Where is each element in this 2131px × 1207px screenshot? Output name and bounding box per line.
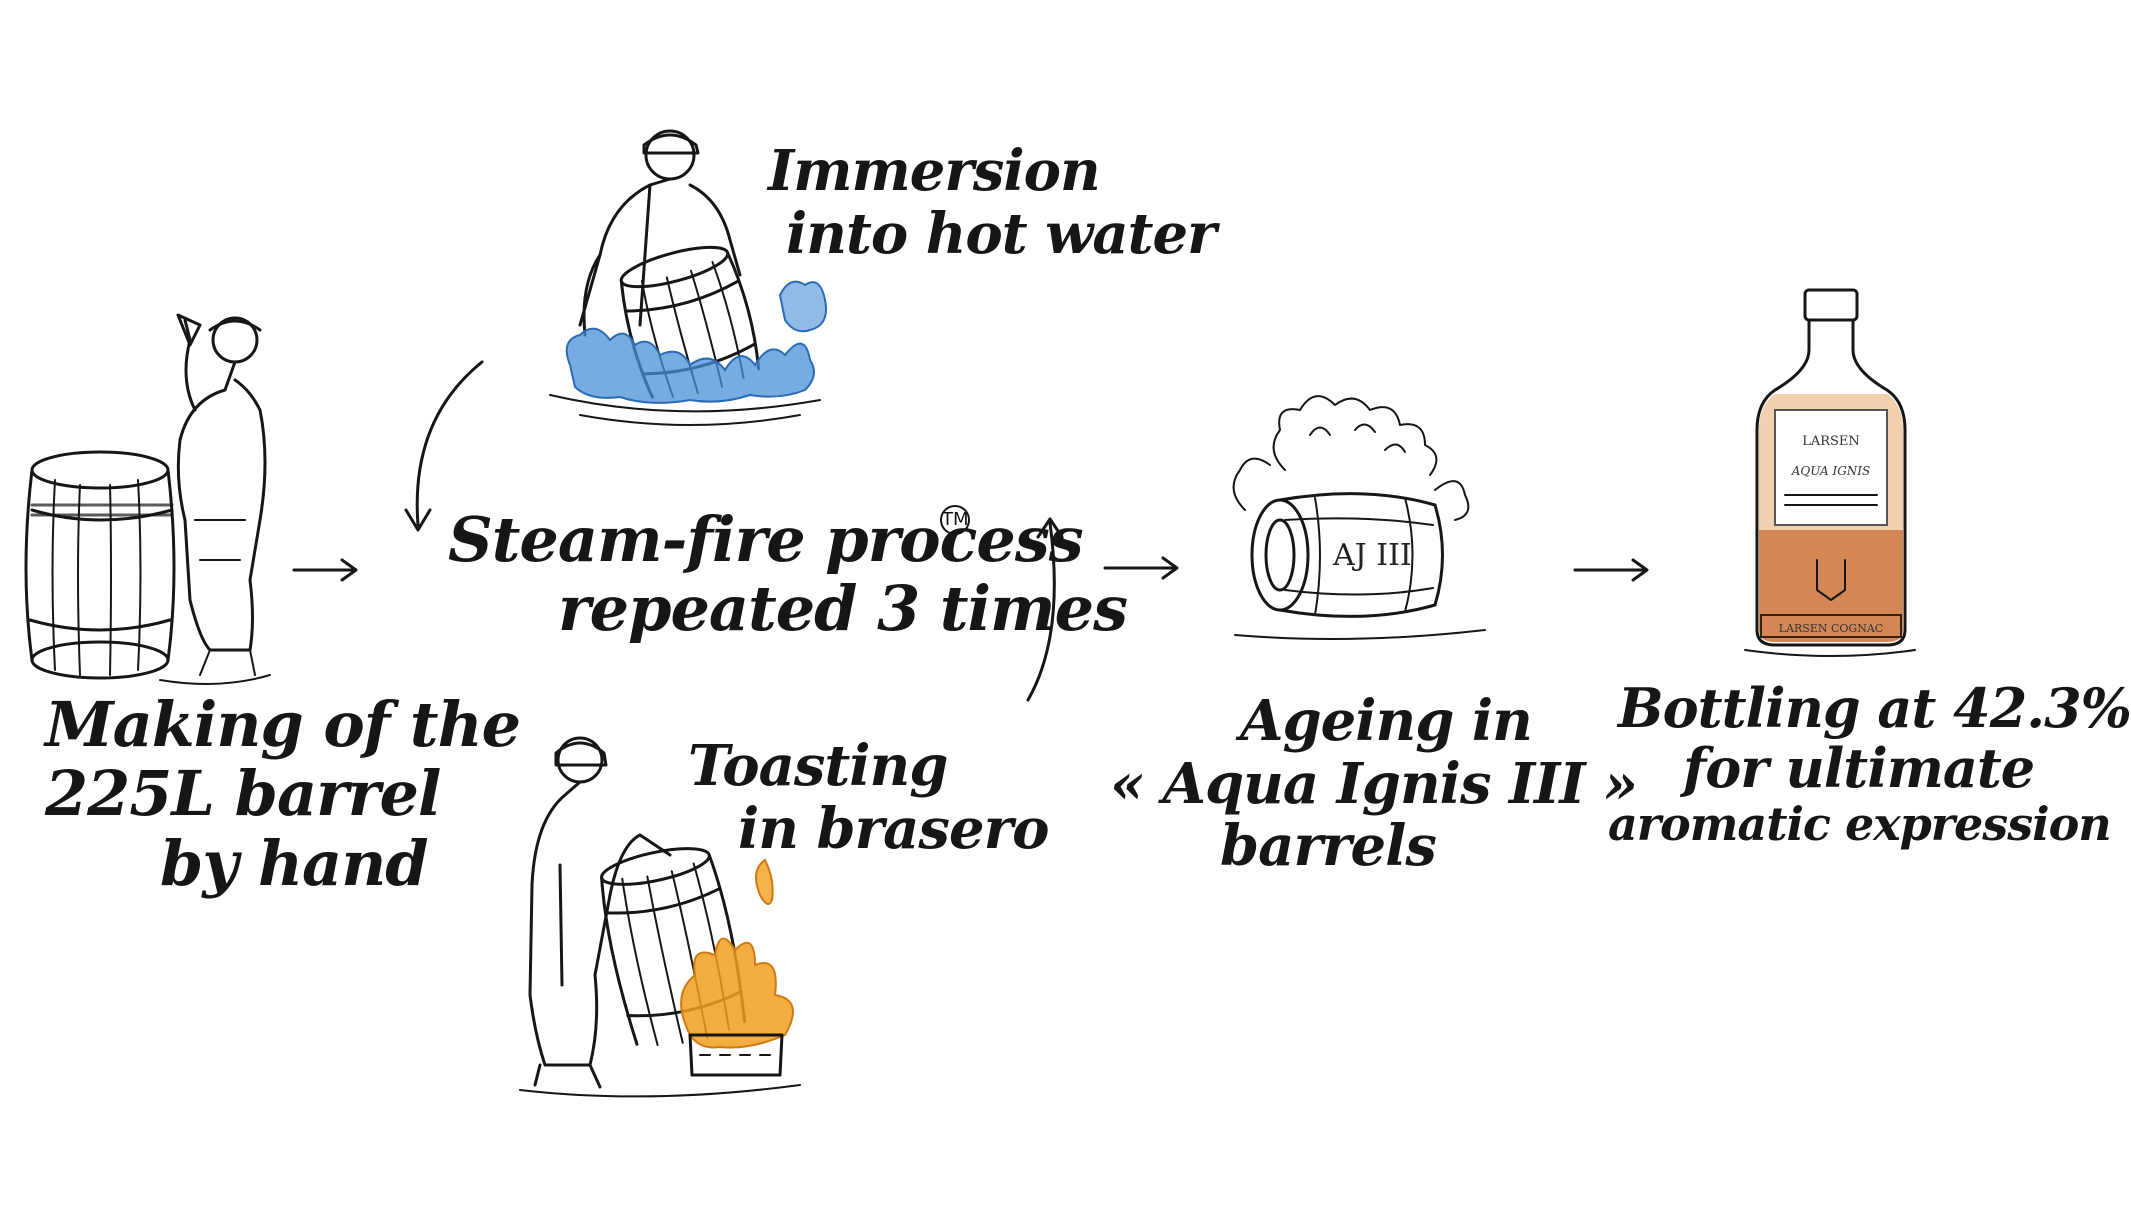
- bottle-base-text: LARSEN COGNAC: [1779, 622, 1883, 635]
- step-making-line1: Making of the: [45, 688, 521, 761]
- cooper-barrel-illustration: [24, 313, 271, 685]
- barrel-marking: AJ III: [1332, 538, 1412, 573]
- step-bottling-line2: for ultimate: [1683, 736, 2035, 801]
- step-making-line3: by hand: [160, 826, 429, 900]
- step-bottling-line1: Bottling at 42.3%: [1618, 676, 2131, 740]
- arrow-steam-to-ageing: [1103, 556, 1179, 580]
- ageing-barrel-illustration: AJ III: [1232, 395, 1486, 640]
- step-ageing-line1: Ageing in: [1240, 688, 1533, 754]
- arrow-immersion-to-steam: [404, 360, 484, 532]
- step-immersion-line2: into hot water: [786, 200, 1217, 267]
- step-toasting-line2: in brasero: [738, 795, 1049, 862]
- step-toasting-label: Toasting in brasero: [688, 733, 1049, 862]
- step-bottling-line3: aromatic expression: [1608, 796, 2112, 851]
- bottle-name: AQUA IGNIS: [1791, 464, 1871, 478]
- toasting-illustration: [519, 736, 801, 1098]
- step-ageing-line3: barrels: [1220, 813, 1437, 880]
- trademark-symbol: TM: [940, 505, 970, 535]
- step-making-line2: 225L barrel: [45, 757, 441, 831]
- step-toasting-line1: Toasting: [688, 733, 948, 799]
- step-ageing-line2: « Aqua Ignis III »: [1110, 750, 1638, 817]
- immersion-illustration: [549, 129, 827, 426]
- step-immersion-line1: Immersion: [768, 138, 1101, 204]
- step-making-label: Making of the 225L barrel by hand: [45, 688, 521, 900]
- step-steam-fire-label: Steam-fire process repeated 3 times: [448, 503, 1128, 646]
- arrow-ageing-to-bottling: [1573, 558, 1649, 582]
- step-steam-line2: repeated 3 times: [558, 572, 1128, 646]
- arrow-toasting-to-steam: [1026, 517, 1064, 702]
- step-ageing-label: Ageing in « Aqua Ignis III » barrels: [1110, 688, 1638, 880]
- bottle-brand: LARSEN: [1802, 434, 1860, 449]
- cognac-bottle-illustration: LARSEN AQUA IGNIS LARSEN COGNAC: [1744, 288, 1916, 657]
- arrow-making-to-steam: [292, 558, 358, 582]
- steam-fire-process-diagram: AJ III LARSEN AQUA IGNIS LARSEN COGNAC M…: [24, 129, 2131, 1098]
- step-immersion-label: Immersion into hot water: [768, 138, 1217, 267]
- step-bottling-label: Bottling at 42.3% for ultimate aromatic …: [1608, 678, 2131, 850]
- step-steam-line1: Steam-fire process: [448, 503, 1084, 576]
